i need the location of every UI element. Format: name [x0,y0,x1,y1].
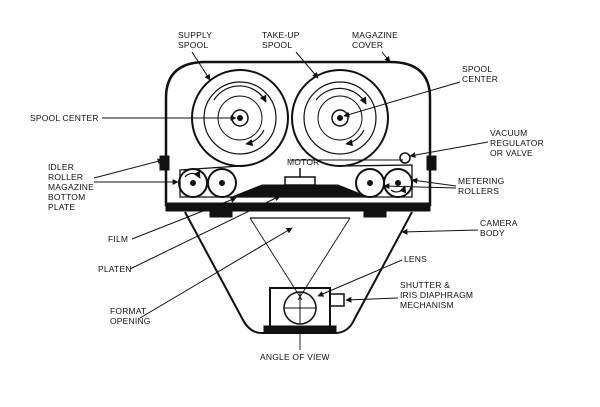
svg-text:OR VALVE: OR VALVE [490,148,533,158]
label-idler: IDLER ROLLER MAGAZINE BOTTOM PLATE [48,158,179,212]
svg-text:SUPPLY: SUPPLY [178,30,212,40]
svg-text:SPOOL CENTER: SPOOL CENTER [30,113,99,123]
label-format-opening: FORMAT OPENING [110,227,293,326]
svg-text:PLATEN: PLATEN [98,264,132,274]
shutter-mechanism [329,293,345,307]
svg-text:MECHANISM: MECHANISM [400,300,454,310]
svg-text:BODY: BODY [480,228,505,238]
bottom-plate-tab-right [363,210,387,218]
svg-text:CENTER: CENTER [462,74,498,84]
camera-body [184,211,413,334]
angle-of-view-left [249,217,303,301]
label-metering: METERING ROLLERS [383,176,504,196]
svg-text:SHUTTER &: SHUTTER & [400,280,450,290]
right-bracket [426,155,437,171]
svg-text:FILM: FILM [108,234,128,244]
svg-text:REGULATOR: REGULATOR [490,138,544,148]
label-spool-center-left: SPOOL CENTER [30,113,237,123]
svg-text:CAMERA: CAMERA [480,218,518,228]
label-angle-of-view: ANGLE OF VIEW [260,352,330,362]
svg-text:OPENING: OPENING [110,316,151,326]
angle-of-view-right [297,217,351,301]
svg-text:PLATE: PLATE [48,202,75,212]
metering-roller-left [355,168,385,198]
svg-text:COVER: COVER [352,40,383,50]
bottom-plate-tab-left [209,210,233,218]
label-motor: MOTOR [287,157,319,167]
svg-text:ROLLER: ROLLER [48,172,83,182]
label-shutter: SHUTTER & IRIS DIAPHRAGM MECHANISM [345,280,473,310]
svg-text:SPOOL: SPOOL [178,40,208,50]
svg-text:MOTOR: MOTOR [287,157,319,167]
svg-text:METERING: METERING [458,176,504,186]
label-lens: LENS [317,254,427,297]
idler-roller [178,168,208,198]
label-supply-spool: SUPPLY SPOOL [178,30,212,81]
label-takeup-spool: TAKE-UP SPOOL [262,30,319,79]
left-bracket [159,155,170,171]
svg-text:FORMAT: FORMAT [110,306,146,316]
svg-text:BOTTOM: BOTTOM [48,192,85,202]
label-spool-center-right: SPOOL CENTER [343,64,498,118]
svg-text:ANGLE OF VIEW: ANGLE OF VIEW [260,352,330,362]
idler-roller-2 [207,168,237,198]
label-magazine-cover: MAGAZINE COVER [352,30,398,63]
lens [263,287,337,334]
svg-text:MAGAZINE: MAGAZINE [48,182,94,192]
label-platen: PLATEN [98,195,281,274]
svg-text:IDLER: IDLER [48,162,74,172]
svg-text:SPOOL: SPOOL [262,40,292,50]
metering-roller-right [383,168,413,198]
svg-text:TAKE-UP: TAKE-UP [262,30,300,40]
label-camera-body: CAMERA BODY [401,218,518,238]
takeup-spool [291,69,389,167]
label-vacuum: VACUUM REGULATOR OR VALVE [409,128,544,158]
motor [284,168,316,186]
label-film: FILM [108,197,237,244]
platen [231,184,369,198]
svg-text:IRIS DIAPHRAGM: IRIS DIAPHRAGM [400,290,473,300]
svg-text:MAGAZINE: MAGAZINE [352,30,398,40]
svg-text:LENS: LENS [404,254,427,264]
svg-text:SPOOL: SPOOL [462,64,492,74]
vacuum-valve [399,152,411,164]
svg-text:ROLLERS: ROLLERS [458,186,499,196]
magazine-bottom-plate [165,202,431,212]
svg-text:VACUUM: VACUUM [490,128,527,138]
